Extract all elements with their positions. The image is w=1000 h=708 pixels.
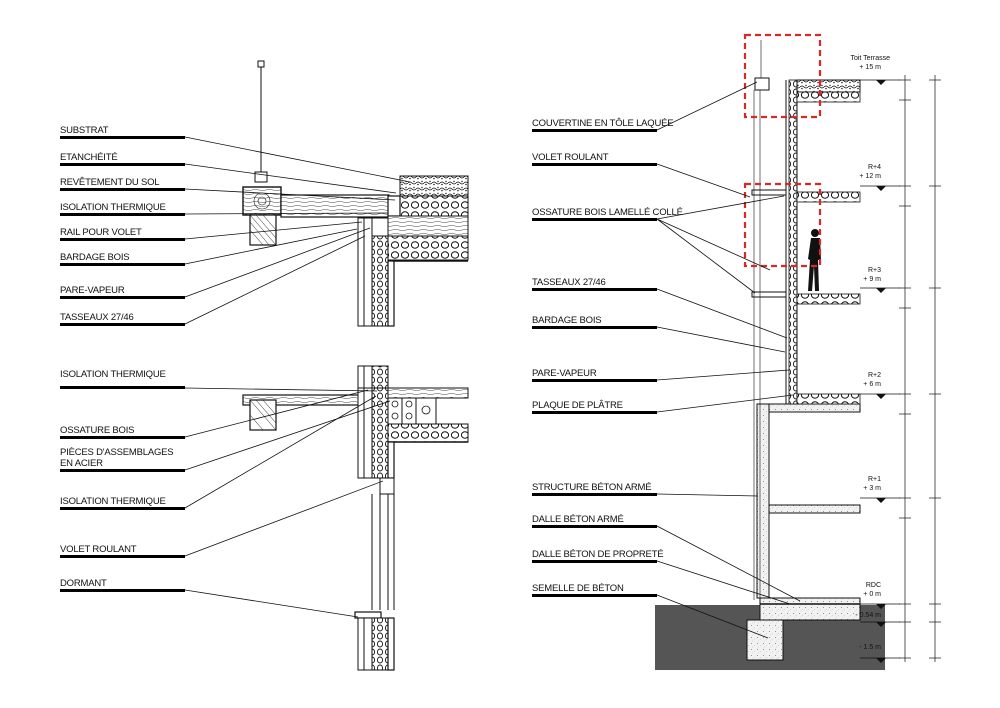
underline: [60, 555, 185, 558]
label-plaque-de-platre: PLAQUE DE PLÂTRE: [532, 400, 623, 411]
label-revetement-du-sol: REVÊTEMENT DU SOL: [60, 177, 160, 188]
highlight-box-roof: [743, 33, 822, 119]
level-r4-name: R+4: [867, 164, 881, 171]
underline: [60, 436, 185, 439]
detail-top-construction: [242, 60, 469, 327]
label-tasseaux-left: TASSEAUX 27/46: [60, 312, 134, 323]
label-dalle-beton-arme: DALLE BÉTON ARMÉ: [532, 514, 624, 525]
label-volet-roulant-left: VOLET ROULANT: [60, 544, 137, 555]
underline: [532, 525, 657, 528]
underline: [532, 594, 657, 597]
level-r3-name: R+3: [867, 267, 881, 274]
underline: [532, 493, 657, 496]
level-rdc-value: + 0 m: [863, 591, 881, 598]
label-volet-roulant-right: VOLET ROULANT: [532, 152, 609, 163]
person-silhouette: [808, 229, 821, 291]
level-minus-054-value: - 0.54 m: [855, 612, 881, 619]
underline: [60, 296, 185, 299]
underline: [532, 411, 657, 414]
label-etancheite: ETANCHÉITÉ: [60, 152, 118, 163]
level-r2-name: R+2: [867, 372, 881, 379]
underline: [60, 386, 185, 389]
level-minus-15-value: - 1.5 m: [859, 644, 881, 651]
label-isolation-thermique-top: ISOLATION THERMIQUE: [60, 202, 166, 213]
underline: [532, 560, 657, 563]
building-section: [655, 33, 941, 670]
label-pare-vapeur-left: PARE-VAPEUR: [60, 285, 125, 296]
label-ossature-lamelle-colle: OSSATURE BOIS LAMELLÉ COLLÉ: [532, 207, 683, 218]
level-r1-value: + 3 m: [863, 485, 881, 492]
underline: [532, 218, 657, 221]
underline: [60, 263, 185, 266]
label-pieces-assemblages: PIÈCES D'ASSEMBLAGES EN ACIER: [60, 447, 174, 469]
underline: [60, 589, 185, 592]
label-bardage-bois-left: BARDAGE BOIS: [60, 252, 130, 263]
underline: [532, 326, 657, 329]
underline: [60, 163, 185, 166]
label-tasseaux-right: TASSEAUX 27/46: [532, 277, 606, 288]
label-isolation-thermique-mid: ISOLATION THERMIQUE: [60, 369, 166, 380]
level-toit-terrasse-value: + 15 m: [859, 64, 881, 71]
level-toit-terrasse-name: Toit Terrasse: [850, 55, 890, 62]
highlight-box-window: [743, 182, 822, 268]
underline: [60, 323, 185, 326]
level-rdc-name: RDC: [865, 582, 881, 589]
label-structure-beton: STRUCTURE BÉTON ARMÉ: [532, 482, 652, 493]
label-pare-vapeur-right: PARE-VAPEUR: [532, 368, 597, 379]
underline: [60, 238, 185, 241]
underline: [60, 507, 185, 510]
label-rail-pour-volet: RAIL POUR VOLET: [60, 227, 142, 238]
label-semelle-beton: SEMELLE DE BÉTON: [532, 583, 624, 594]
leader-lines: [184, 81, 801, 639]
underline: [532, 379, 657, 382]
label-couvertine: COUVERTINE EN TÔLE LAQUÉE: [532, 118, 674, 129]
label-substrat: SUBSTRAT: [60, 125, 109, 136]
level-r4-value: + 12 m: [859, 173, 881, 180]
underline: [60, 188, 185, 191]
detail-bottom-construction: [242, 365, 469, 671]
label-dormant: DORMANT: [60, 578, 107, 589]
label-dalle-beton-proprete: DALLE BÉTON DE PROPRETÉ: [532, 549, 664, 560]
label-isolation-thermique-bottom: ISOLATION THERMIQUE: [60, 496, 166, 507]
level-r2-value: + 6 m: [863, 381, 881, 388]
level-r1-name: R+1: [867, 476, 881, 483]
underline: [60, 136, 185, 139]
underline: [60, 213, 185, 216]
underline: [532, 129, 657, 132]
level-r3-value: + 9 m: [863, 276, 881, 283]
underline: [532, 288, 657, 291]
label-ossature-bois: OSSATURE BOIS: [60, 425, 135, 436]
label-bardage-bois-right: BARDAGE BOIS: [532, 315, 602, 326]
underline: [532, 163, 657, 166]
underline: [60, 469, 185, 472]
